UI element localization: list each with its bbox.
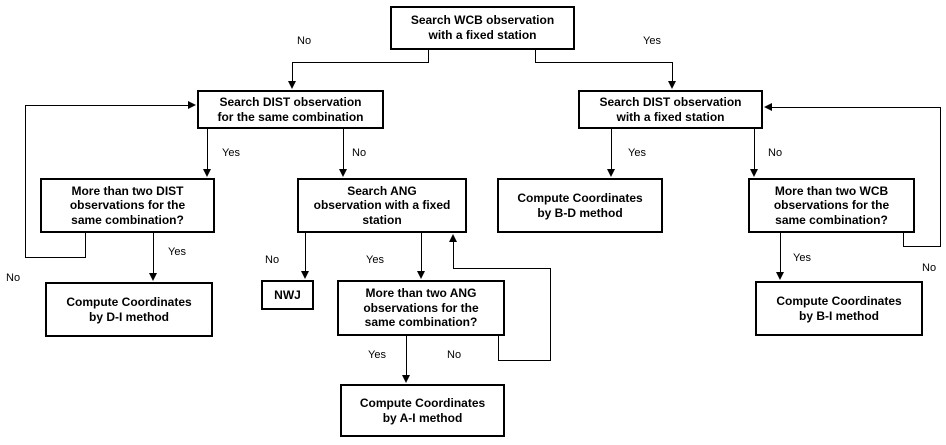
connector-line — [406, 336, 407, 378]
connector-line — [903, 233, 904, 247]
arrowhead-down-icon — [750, 169, 758, 177]
connector-line — [550, 268, 551, 361]
edge-label-ang-yes: Yes — [366, 254, 384, 266]
connector-line — [535, 50, 536, 63]
arrowhead-down-icon — [339, 169, 347, 177]
arrowhead-down-icon — [288, 81, 296, 89]
node-compute-ai-method: Compute Coordinates by A-I method — [340, 384, 505, 437]
connector-line — [25, 105, 26, 258]
connector-line — [421, 233, 422, 274]
connector-line — [535, 62, 673, 63]
edge-label-angq-loop-no: No — [447, 349, 462, 361]
node-nwj: NWJ — [261, 280, 314, 310]
connector-line — [207, 129, 208, 172]
connector-line — [780, 233, 781, 275]
arrowhead-down-icon — [402, 375, 410, 383]
edge-label-combo-no: No — [352, 147, 367, 159]
edge-label-distq-yes: Yes — [168, 246, 186, 258]
arrowhead-down-icon — [607, 169, 615, 177]
node-compute-bi-method: Compute Coordinates by B-I method — [755, 281, 923, 336]
node-compute-bd-method: Compute Coordinates by B-D method — [497, 178, 663, 233]
arrowhead-down-icon — [668, 81, 676, 89]
connector-line — [428, 50, 429, 63]
connector-line — [153, 233, 154, 276]
arrowhead-down-icon — [417, 271, 425, 279]
node-search-ang-observation: Search ANG observation with a fixed stat… — [297, 178, 467, 233]
edge-label-fixed-no: No — [768, 147, 783, 159]
node-search-dist-fixed: Search DIST observation with a fixed sta… — [578, 90, 763, 129]
connector-line — [498, 360, 551, 361]
arrowhead-down-icon — [149, 273, 157, 281]
connector-line — [292, 62, 293, 84]
node-more-than-two-dist: More than two DIST observations for the … — [40, 178, 215, 233]
edge-label-combo-yes: Yes — [222, 147, 240, 159]
connector-line — [26, 105, 190, 106]
connector-line — [754, 129, 755, 172]
connector-line — [453, 240, 454, 269]
connector-line — [453, 268, 551, 269]
edge-label-wcbq-yes: Yes — [793, 252, 811, 264]
connector-line — [85, 233, 86, 258]
connector-line — [672, 62, 673, 84]
edge-label-wcb-yes: Yes — [643, 35, 661, 47]
edge-label-distq-loop-no: No — [6, 272, 21, 284]
edge-label-wcbq-loop-no: No — [922, 262, 937, 274]
connector-line — [292, 62, 429, 63]
arrowhead-up-icon — [449, 234, 457, 242]
arrowhead-down-icon — [301, 271, 309, 279]
arrowhead-down-icon — [203, 169, 211, 177]
node-search-dist-combination: Search DIST observation for the same com… — [197, 90, 384, 129]
connector-line — [25, 257, 86, 258]
edge-label-fixed-yes: Yes — [628, 147, 646, 159]
connector-line — [343, 129, 344, 172]
edge-label-ang-no: No — [265, 254, 280, 266]
connector-line — [611, 129, 612, 172]
connector-line — [903, 246, 941, 247]
node-compute-di-method: Compute Coordinates by D-I method — [45, 282, 213, 337]
edge-label-angq-yes: Yes — [368, 349, 386, 361]
connector-line — [940, 107, 941, 247]
node-search-wcb-observation: Search WCB observation with a fixed stat… — [390, 6, 575, 50]
arrowhead-right-icon — [188, 101, 196, 109]
connector-line — [770, 107, 941, 108]
connector-line — [305, 233, 306, 274]
arrowhead-down-icon — [776, 272, 784, 280]
node-more-than-two-ang: More than two ANG observations for the s… — [337, 280, 505, 336]
arrowhead-left-icon — [764, 103, 772, 111]
edge-label-wcb-no: No — [297, 35, 312, 47]
connector-line — [498, 336, 499, 361]
node-more-than-two-wcb: More than two WCB observations for the s… — [748, 178, 915, 233]
